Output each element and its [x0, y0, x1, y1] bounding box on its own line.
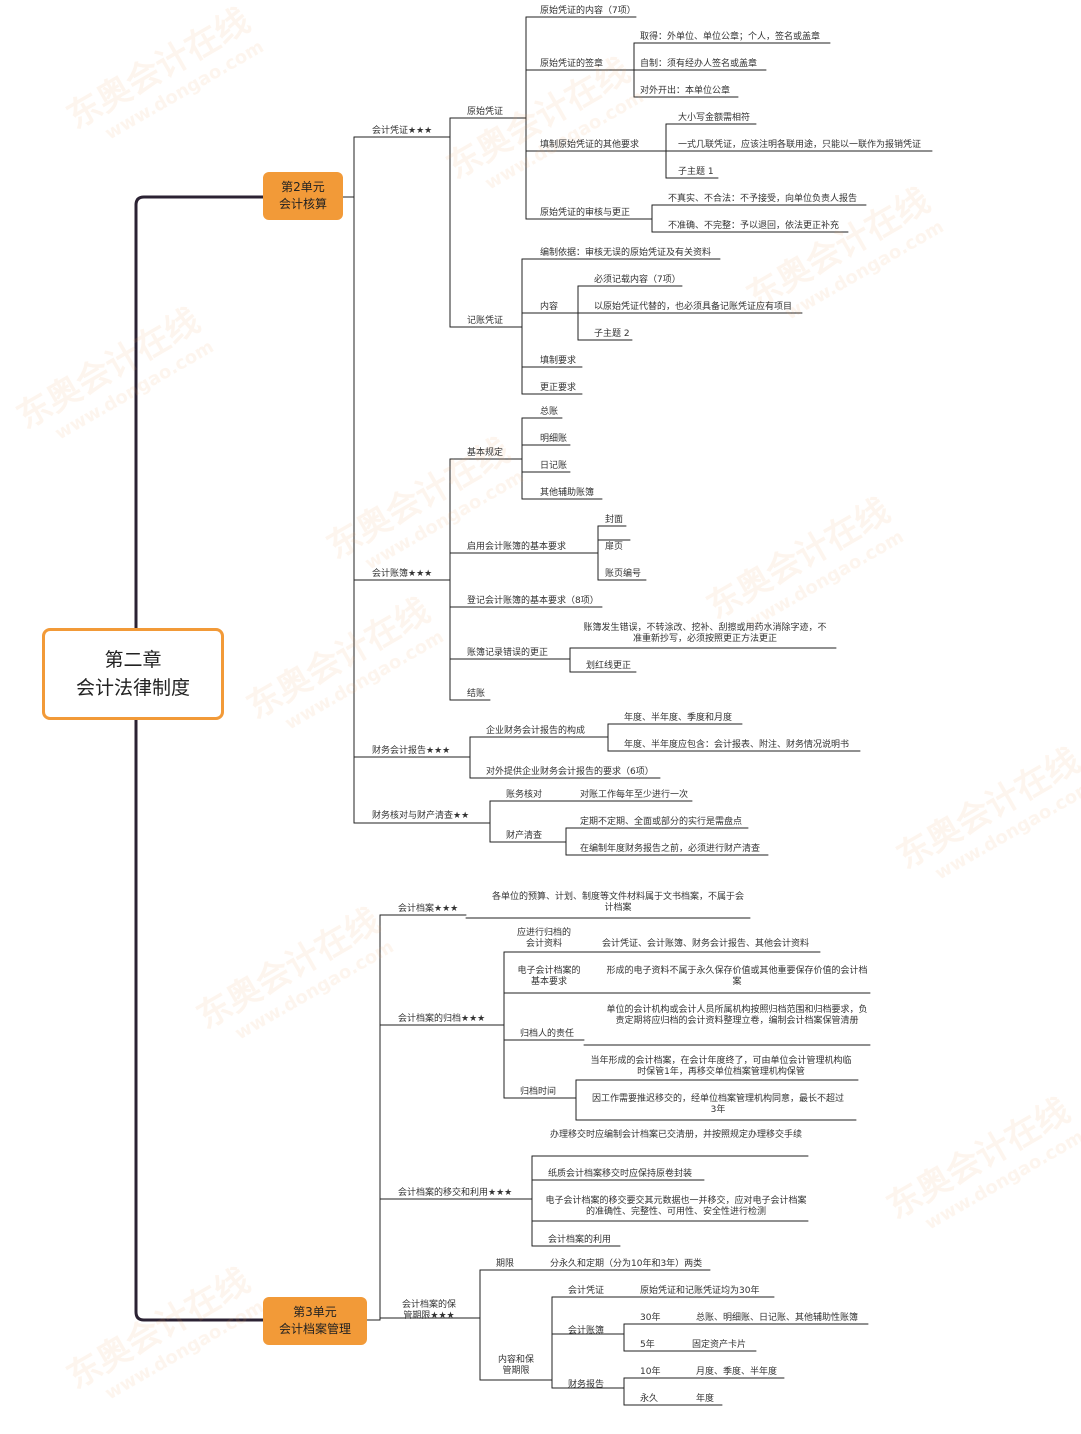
unit-2-topic[interactable]: 第2单元 会计核算	[263, 172, 343, 220]
node-kjpz[interactable]: 会计凭证★★★	[372, 126, 433, 136]
node-gd[interactable]: 会计档案的归档★★★	[398, 1014, 486, 1024]
node-yjx[interactable]: 应进行归档的会计资料	[516, 928, 571, 949]
node-yspzjz[interactable]: 原始凭证和记账凭证均为30年	[640, 1286, 760, 1296]
node-xcdz[interactable]: 形成的电子资料不属于永久保存价值或其他重要保存价值的会计档案	[606, 966, 868, 987]
node-cwbg[interactable]: 财务会计报告★★★	[372, 746, 451, 756]
node-cwgz[interactable]: 账簿记录错误的更正	[467, 648, 549, 658]
node-zkhd[interactable]: 账务核对	[506, 790, 543, 800]
node-yj[interactable]: 永久	[640, 1394, 659, 1404]
node-yjly[interactable]: 会计档案的移交和利用★★★	[398, 1188, 513, 1198]
node-gdrzr[interactable]: 归档人的责任	[520, 1029, 575, 1039]
node-zongzhang[interactable]: 总账	[540, 407, 559, 417]
node-kjpz2[interactable]: 会计凭证	[568, 1286, 605, 1296]
trunk-line	[134, 195, 265, 207]
node-zz[interactable]: 自制：须有经办人签名或盖章	[640, 59, 758, 69]
unit-3-topic[interactable]: 第3单元 会计档案管理	[263, 1297, 367, 1345]
unit-2-line2: 会计核算	[278, 197, 327, 211]
node-dwkc[interactable]: 对外开出：本单位公章	[640, 86, 731, 96]
root-title-line2: 会计法律制度	[75, 677, 190, 699]
node-jzpz[interactable]: 记账凭证	[467, 316, 504, 326]
node-tzyq[interactable]: 填制要求	[540, 356, 577, 366]
node-hhx[interactable]: 划红线更正	[586, 661, 632, 671]
node-qtfz[interactable]: 其他辅助账簿	[540, 488, 595, 498]
node-ygzxy[interactable]: 因工作需要推迟移交的，经单位档案管理机构同意，最长不超过3年	[591, 1094, 844, 1115]
node-bzs[interactable]: 不真实、不合法：不予接受，向单位负责人报告	[668, 194, 858, 204]
node-cwbg2[interactable]: 财务报告	[568, 1380, 605, 1390]
node-n10[interactable]: 10年	[640, 1367, 661, 1377]
node-dnxc[interactable]: 当年形成的会计档案，在会计年度终了，可由单位会计管理机构临时保管1年，再移交单位…	[590, 1056, 852, 1077]
node-mxz[interactable]: 明细账	[540, 434, 568, 444]
node-ndbg[interactable]: 年度、半年度、季度和月度	[624, 713, 733, 723]
node-hdqc[interactable]: 财务核对与财产清查★★	[372, 811, 470, 821]
node-jbgd[interactable]: 基本规定	[467, 448, 504, 458]
node-dzkjyj[interactable]: 电子会计档案的移交要交其元数据也一并移交，应对电子会计档案的准确性、完整性、可用…	[545, 1196, 807, 1217]
node-qycw[interactable]: 企业财务会计报告的构成	[486, 726, 586, 736]
node-gzyq[interactable]: 更正要求	[540, 383, 577, 393]
node-gdsj[interactable]: 归档时间	[520, 1087, 557, 1097]
node-rjz[interactable]: 日记账	[540, 461, 568, 471]
node-blyj[interactable]: 办理移交时应编制会计档案已交清册，并按照规定办理移交手续	[549, 1130, 802, 1140]
node-qd[interactable]: 取得：外单位、单位公章；个人，签名或盖章	[640, 32, 821, 42]
node-ndbh[interactable]: 年度、半年度应包含：会计报表、附注、财务情况说明书	[624, 740, 850, 750]
node-gdwys[interactable]: 各单位的预算、计划、制度等文件材料属于文书档案，不属于会计档案	[491, 892, 744, 913]
node-tzqt[interactable]: 填制原始凭证的其他要求	[540, 140, 640, 150]
node-fyj[interactable]: 分永久和定期（分为10年和3年）两类	[550, 1259, 703, 1269]
node-qx[interactable]: 期限	[496, 1259, 515, 1269]
node-yspz-nr[interactable]: 原始凭证的内容（7项）	[540, 6, 636, 16]
unit-2-line1: 第2单元	[281, 180, 325, 194]
node-ydbys[interactable]: 以原始凭证代替的，也必须具备记账凭证应有项目	[594, 302, 793, 312]
node-dzda[interactable]: 电子会计档案的基本要求	[517, 966, 581, 987]
node-fm[interactable]: 封面	[605, 515, 624, 525]
node-ddq[interactable]: 定期不定期、全面或部分的实行是需盘点	[580, 817, 743, 827]
trunk-line	[134, 203, 265, 1322]
node-zzt2[interactable]: 子主题 2	[594, 329, 630, 339]
node-ydjd[interactable]: 月度、季度、半年度	[696, 1367, 778, 1377]
node-kjda[interactable]: 会计档案★★★	[398, 904, 459, 914]
node-nd[interactable]: 年度	[696, 1394, 715, 1404]
node-fscw[interactable]: 账簿发生错误，不转涂改、挖补、刮擦或用药水消除字迹，不准重新抄写，必须按照更正方…	[583, 623, 827, 644]
node-gdzc[interactable]: 固定资产卡片	[692, 1340, 747, 1350]
node-bxjz[interactable]: 必须记载内容（7项）	[594, 275, 681, 285]
node-kjzb[interactable]: 会计账簿★★★	[372, 569, 433, 579]
node-zzmx[interactable]: 总账、明细账、日记账、其他辅助性账簿	[696, 1313, 859, 1323]
node-bzq[interactable]: 不准确、不完整：予以退回，依法更正补充	[668, 221, 840, 231]
node-dzgz[interactable]: 对账工作每年至少进行一次	[580, 790, 689, 800]
node-fy[interactable]: 扉页	[605, 542, 624, 552]
node-ysjl[interactable]: 一式几联凭证，应该注明各联用途，只能以一联作为报销凭证	[678, 140, 922, 150]
node-dwtg[interactable]: 对外提供企业财务会计报告的要求（6项）	[486, 767, 654, 777]
node-yspz[interactable]: 原始凭证	[467, 107, 504, 117]
node-n5[interactable]: 5年	[640, 1340, 655, 1350]
node-zybh[interactable]: 账页编号	[605, 569, 642, 579]
node-n30[interactable]: 30年	[640, 1313, 661, 1323]
node-zzt1[interactable]: 子主题 1	[678, 167, 714, 177]
node-bgqx[interactable]: 会计档案的保管期限★★★	[401, 1300, 456, 1321]
node-ccqc[interactable]: 财产清查	[506, 831, 543, 841]
node-kjzb2[interactable]: 会计账簿	[568, 1326, 605, 1336]
node-zbz[interactable]: 在编制年度财务报告之前，必须进行财产清查	[580, 844, 761, 854]
node-shgz[interactable]: 原始凭证的审核与更正	[540, 208, 631, 218]
node-bzyj[interactable]: 编制依据：审核无误的原始凭证及有关资料	[540, 248, 712, 258]
root-topic[interactable]: 第二章 会计法律制度	[42, 628, 224, 720]
node-kjpzzb[interactable]: 会计凭证、会计账簿、财务会计报告、其他会计资料	[602, 939, 810, 949]
node-kjdaly[interactable]: 会计档案的利用	[548, 1235, 612, 1245]
unit-3-line1: 第3单元	[293, 1305, 337, 1319]
node-dj[interactable]: 登记会计账簿的基本要求（8项）	[467, 596, 599, 606]
node-nr[interactable]: 内容	[540, 302, 559, 312]
node-qy[interactable]: 启用会计账簿的基本要求	[467, 542, 567, 552]
unit-3-line2: 会计档案管理	[278, 1322, 351, 1336]
node-yspz-qz[interactable]: 原始凭证的签章	[540, 59, 604, 69]
node-dxx[interactable]: 大小写金额需相符	[678, 113, 751, 123]
node-jz[interactable]: 结账	[467, 689, 486, 699]
root-title-line1: 第二章	[104, 649, 162, 671]
node-nrhqx[interactable]: 内容和保管期限	[497, 1355, 534, 1376]
node-dwdkj[interactable]: 单位的会计机构或会计人员所属机构按照归档范围和归档要求，负责定期将应归档的会计资…	[606, 1005, 868, 1026]
node-zzkj[interactable]: 纸质会计档案移交时应保持原卷封装	[548, 1169, 693, 1179]
